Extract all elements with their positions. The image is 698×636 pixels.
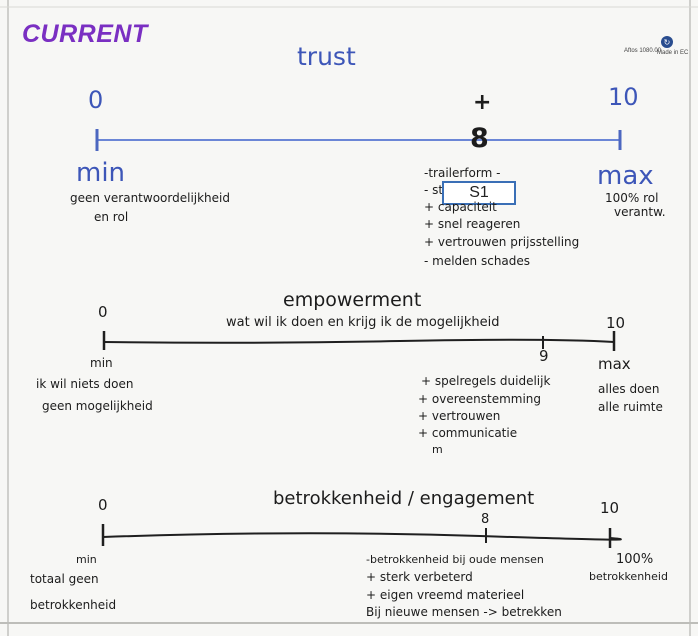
empowerment-max-value: 10 bbox=[606, 314, 626, 332]
empowerment-note-4: + communicatie bbox=[418, 426, 518, 440]
empowerment-subtitle: wat wil ik doen en krijg ik de mogelijkh… bbox=[226, 315, 500, 330]
trust-marker: 8 bbox=[470, 123, 489, 154]
empowerment-max-note-2: alle ruimte bbox=[598, 400, 663, 414]
empowerment-min-value: 0 bbox=[98, 303, 108, 321]
trust-min-note-2: en rol bbox=[94, 210, 129, 224]
empowerment-title: empowerment bbox=[283, 289, 422, 311]
empowerment-marker: 9 bbox=[539, 347, 549, 365]
engagement-min-note-1: totaal geen bbox=[30, 572, 99, 586]
empowerment-note-5: m bbox=[432, 443, 443, 456]
refresh-icon: ↻ bbox=[661, 36, 673, 48]
trust-min-label: min bbox=[76, 158, 126, 188]
trust-max-note-1: 100% rol bbox=[605, 191, 659, 205]
current-label: CURRENT bbox=[22, 20, 148, 48]
engagement-min-value: 0 bbox=[98, 496, 108, 514]
engagement-marker: 8 bbox=[481, 512, 490, 527]
trust-note-1: -trailerform - bbox=[424, 166, 501, 180]
engagement-note-2: + sterk verbeterd bbox=[366, 570, 473, 584]
board-badge-right: Made in EC bbox=[657, 50, 689, 56]
engagement-max-value: 10 bbox=[600, 499, 620, 517]
trust-plus-mark: + bbox=[473, 90, 492, 115]
empowerment-note-3: + vertrouwen bbox=[418, 409, 501, 423]
engagement-min-note-2: betrokkenheid bbox=[30, 598, 117, 612]
engagement-note-3: + eigen vreemd materieel bbox=[366, 588, 525, 602]
empowerment-note-1: + spelregels duidelijk bbox=[421, 374, 551, 388]
trust-max-note-2: verantw. bbox=[614, 205, 666, 219]
empowerment-min-label: min bbox=[90, 356, 113, 370]
trust-note-6: - melden schades bbox=[424, 254, 531, 268]
board-badge-left: Aftos 1080.00 bbox=[624, 48, 662, 54]
engagement-note-4: Bij nieuwe mensen -> betrekken bbox=[366, 605, 562, 619]
trust-title: trust bbox=[297, 42, 356, 71]
trust-min-value: 0 bbox=[88, 86, 104, 114]
engagement-min-label: min bbox=[76, 553, 97, 566]
trust-min-note-1: geen verantwoordelijkheid bbox=[70, 191, 230, 205]
engagement-max-note-1: 100% bbox=[616, 552, 654, 567]
empowerment-max-label: max bbox=[598, 355, 631, 373]
trust-note-4: + snel reageren bbox=[424, 217, 521, 231]
sticky-note-s1[interactable]: S1 bbox=[442, 181, 516, 205]
engagement-note-1: -betrokkenheid bij oude mensen bbox=[366, 553, 544, 566]
trust-note-5: + vertrouwen prijsstelling bbox=[424, 235, 580, 249]
engagement-title: betrokkenheid / engagement bbox=[273, 488, 535, 509]
engagement-max-note-2: betrokkenheid bbox=[589, 570, 668, 583]
trust-max-value: 10 bbox=[608, 83, 639, 111]
trust-note-3: + capaciteit bbox=[424, 200, 497, 214]
empowerment-min-note-2: geen mogelijkheid bbox=[42, 399, 153, 413]
empowerment-min-note-1: ik wil niets doen bbox=[36, 377, 134, 391]
empowerment-note-2: + overeenstemming bbox=[418, 392, 542, 406]
empowerment-max-note-1: alles doen bbox=[598, 382, 660, 396]
trust-max-label: max bbox=[597, 161, 654, 191]
